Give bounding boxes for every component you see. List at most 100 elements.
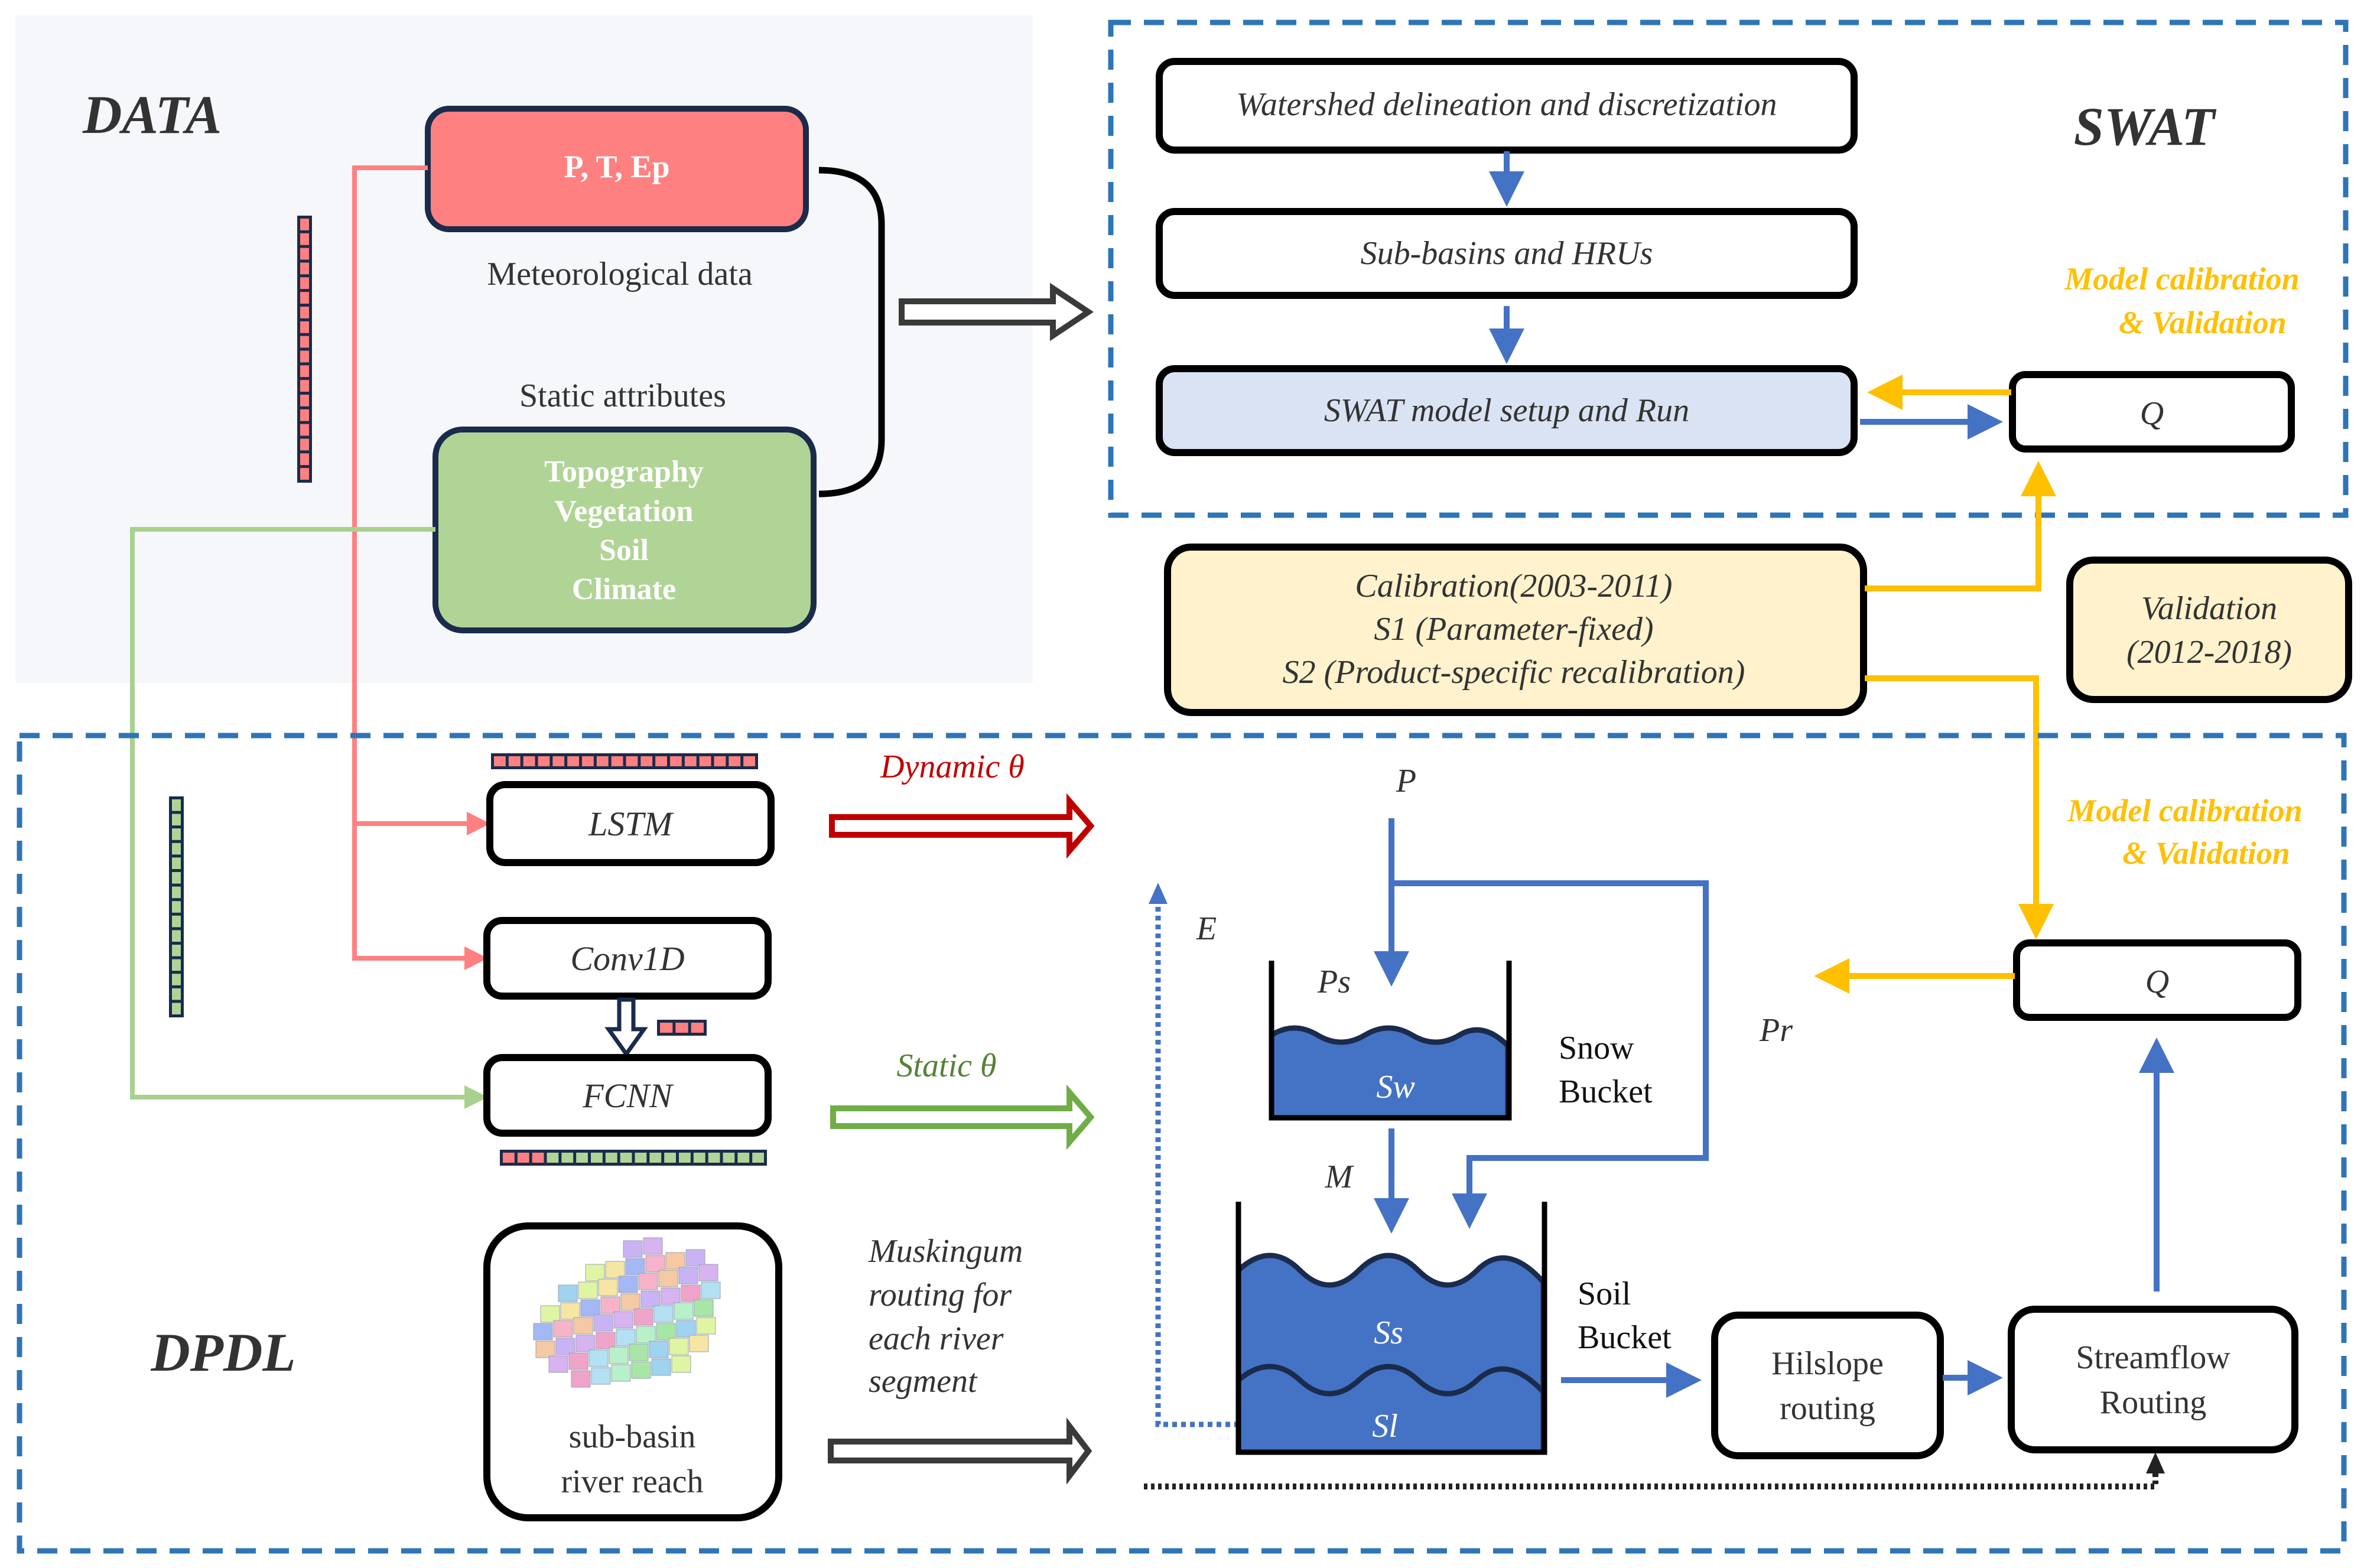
sequence-cell xyxy=(576,1153,588,1163)
fcnn-box[interactable] xyxy=(483,1054,772,1137)
routing-line-2: routing for xyxy=(869,1277,1012,1313)
subbasin-patch xyxy=(681,1284,701,1302)
subbasin-patch xyxy=(640,1290,661,1308)
snow-store-label: Sw xyxy=(1376,1069,1415,1105)
subbasin-patch xyxy=(653,1305,674,1323)
data-panel: DATA P, T, Ep Meteorological data Static… xyxy=(15,15,1094,683)
sequence-cell xyxy=(300,468,309,480)
sequence-cell xyxy=(620,1153,632,1163)
sequence-cell xyxy=(547,1153,559,1163)
subbasin-patch xyxy=(533,1323,553,1341)
sequence-cell xyxy=(611,756,623,766)
sequence-cell xyxy=(729,756,741,766)
subbasin-patch xyxy=(651,1358,671,1376)
validation-box[interactable] xyxy=(2066,557,2352,703)
sequence-cell xyxy=(503,1153,515,1163)
streamflow-box[interactable] xyxy=(2008,1306,2298,1453)
subbasin-patch xyxy=(689,1335,709,1352)
sequence-cell xyxy=(300,336,309,348)
subbasin-patch xyxy=(568,1352,588,1370)
subbasin-patch xyxy=(535,1341,555,1358)
static-sequence-bar xyxy=(169,796,184,1017)
dynamic-theta-arrow xyxy=(829,793,1095,859)
sequence-cell xyxy=(670,756,682,766)
swat-step-setup-run-label: SWAT model setup and Run xyxy=(1324,392,1689,429)
calibration-to-swat-q xyxy=(1865,461,2056,591)
sequence-cell xyxy=(172,814,181,826)
static-line-climate: Climate xyxy=(572,572,676,606)
swat-step-watershed[interactable] xyxy=(1156,58,1858,154)
subbasin-patch xyxy=(588,1349,609,1367)
sequence-bar-frame xyxy=(491,753,758,769)
calibration-line-s2: S2 (Product-specific recalibration) xyxy=(1283,654,1745,691)
conv1d-box[interactable] xyxy=(483,917,772,1000)
subbasin-patch xyxy=(656,1323,676,1341)
sequence-cell xyxy=(172,799,181,811)
sequence-cell xyxy=(699,756,711,766)
routing-arrow xyxy=(828,1417,1092,1485)
sequence-cell xyxy=(582,756,594,766)
dpdl-dashed-border xyxy=(17,733,2347,1554)
routing-line-1: Muskingum xyxy=(868,1233,1023,1270)
subbasin-patch xyxy=(596,1332,616,1349)
static-connector xyxy=(130,527,488,1109)
sequence-cell xyxy=(300,307,309,318)
snow-bucket-line-2: Bucket xyxy=(1559,1073,1653,1110)
sequence-cell xyxy=(684,756,697,766)
subbasin-patch xyxy=(645,1255,665,1273)
sequence-cell xyxy=(723,1153,735,1163)
sequence-cell xyxy=(538,756,550,766)
sequence-cell xyxy=(300,365,309,378)
static-line-soil: Soil xyxy=(599,533,649,567)
sequence-cell xyxy=(605,1153,617,1163)
calibration-box[interactable] xyxy=(1164,544,1867,716)
sequence-cell xyxy=(172,828,181,840)
sequence-cell xyxy=(494,756,506,766)
sequence-cell xyxy=(300,248,309,260)
sequence-cell xyxy=(172,886,181,899)
baseflow-dotted-line xyxy=(1144,1471,2158,1489)
sequence-cell xyxy=(561,1153,574,1163)
swat-step-subbasins[interactable] xyxy=(1156,208,1858,299)
fcnn-label: FCNN xyxy=(582,1076,674,1115)
subbasin-patch xyxy=(685,1249,705,1267)
subbasin-patch xyxy=(558,1284,578,1302)
evap-dotted-line xyxy=(1155,904,1239,1427)
dpdl-q-box[interactable] xyxy=(2013,939,2301,1021)
hillslope-line-2: routing xyxy=(1780,1390,1875,1427)
conv-to-fcnn-arrow xyxy=(604,997,648,1058)
sequence-cell xyxy=(532,1153,544,1163)
sequence-cell xyxy=(567,756,579,766)
sequence-cell xyxy=(300,233,309,245)
sequence-cell xyxy=(172,901,181,913)
calibration-to-dpdl-q xyxy=(1865,675,2054,939)
evap-arrow-head xyxy=(1149,883,1168,904)
subbasin-patch xyxy=(609,1346,629,1364)
subbasin-patch xyxy=(671,1355,691,1373)
lstm-box[interactable] xyxy=(486,781,775,866)
validation-line-1: Validation xyxy=(2141,590,2277,627)
sequence-bar-frame xyxy=(500,1150,767,1166)
subbasin-patch xyxy=(623,1240,643,1258)
subbasin-patch xyxy=(631,1361,651,1379)
soil-bucket xyxy=(1235,1202,1547,1455)
subbasin-patch xyxy=(555,1338,575,1355)
subbasin-patch xyxy=(661,1287,681,1305)
lstm-label: LSTM xyxy=(588,805,674,843)
static-theta-label: Static θ xyxy=(896,1047,996,1084)
sequence-cell xyxy=(649,1153,662,1163)
sequence-cell xyxy=(508,756,521,766)
subbasin-patch xyxy=(658,1270,678,1287)
swat-step-setup-run[interactable] xyxy=(1156,365,1858,456)
subbasin-patch xyxy=(591,1367,611,1385)
dynamic-sequence-bar xyxy=(297,216,312,483)
meteorological-caption: Meteorological data xyxy=(487,256,753,292)
sequence-cell xyxy=(664,1153,676,1163)
sequence-cell xyxy=(172,959,181,971)
soil-upper-label: Ss xyxy=(1374,1315,1403,1351)
hillslope-box[interactable] xyxy=(1711,1312,1944,1459)
sequence-cell xyxy=(300,219,309,230)
swat-q-box[interactable] xyxy=(2009,371,2295,453)
calibration-section: Calibration(2003-2011) S1 (Parameter-fix… xyxy=(1164,461,2352,939)
subbasin-patch xyxy=(676,1320,696,1338)
